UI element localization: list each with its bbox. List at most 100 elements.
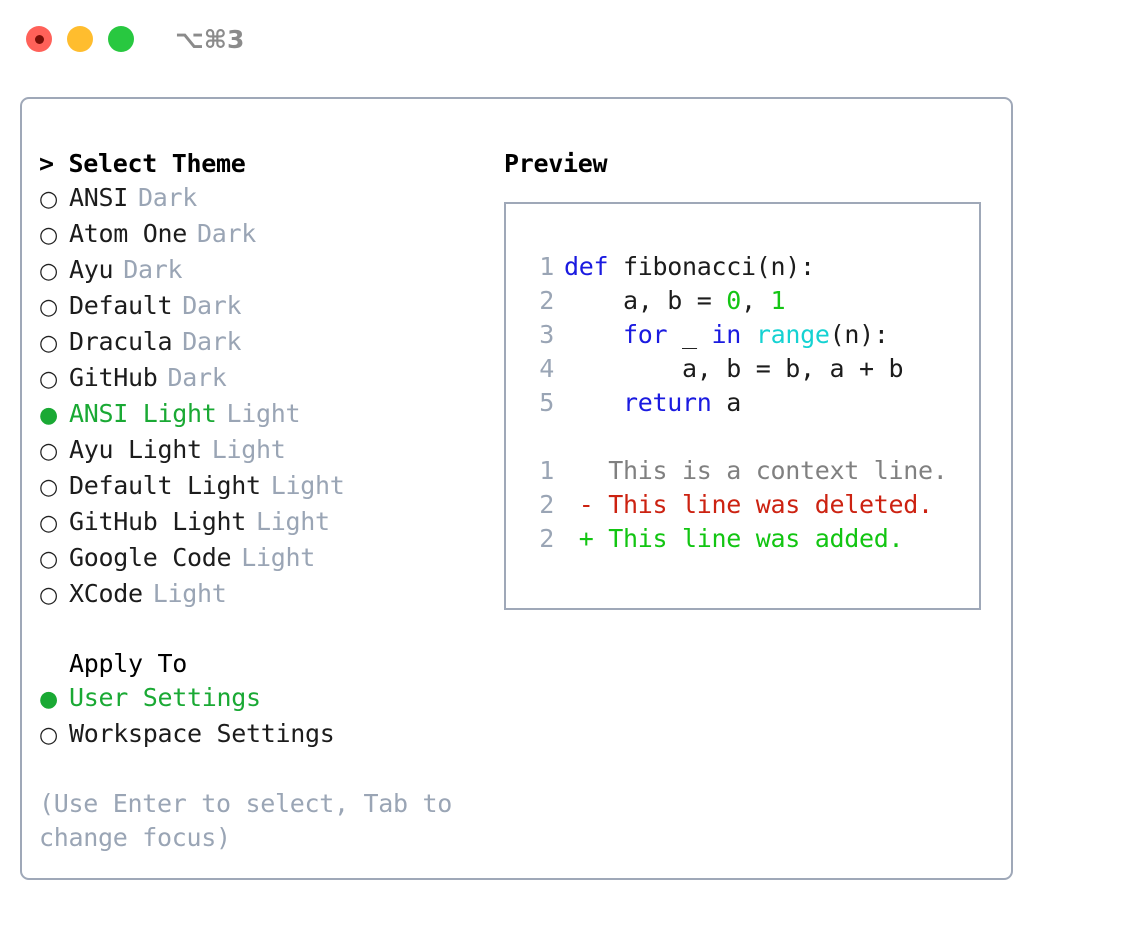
line-number: 2 — [539, 524, 554, 553]
theme-list-item[interactable]: ○ Default Dark — [39, 289, 504, 325]
code-token: range — [755, 320, 830, 349]
radio-selected-icon: ● — [39, 403, 58, 428]
code-spacer — [524, 420, 979, 454]
select-theme-heading: > Select Theme — [39, 149, 246, 178]
radio-unselected-icon: ○ — [39, 439, 58, 464]
theme-name-label: ANSI Light — [69, 399, 217, 428]
line-content: This is a context line. — [564, 454, 948, 488]
code-token — [564, 388, 623, 417]
line-content: - This line was deleted. — [564, 488, 933, 522]
apply-to-label: Workspace Settings — [69, 719, 335, 748]
code-token: a, b = b, a + b — [564, 354, 904, 383]
diff-line: 1 This is a context line. — [524, 454, 979, 488]
theme-kind-label: Light — [152, 579, 227, 608]
line-number: 2 — [539, 286, 554, 315]
keyboard-hint-text: (Use Enter to select, Tab to change focu… — [39, 789, 453, 852]
radio-unselected-icon: ○ — [39, 223, 58, 248]
theme-kind-label: Dark — [182, 327, 242, 356]
diff-line: 2 + This line was added. — [524, 522, 979, 556]
theme-list-item[interactable]: ○ GitHub Dark — [39, 361, 504, 397]
code-line: 3 for _ in range(n): — [524, 318, 979, 352]
theme-name-label: Default — [69, 291, 173, 320]
theme-name-label: GitHub Light — [69, 507, 247, 536]
code-token: - This line was deleted. — [564, 490, 933, 519]
code-token: fibonacci(n): — [623, 252, 815, 281]
code-token: 0 — [726, 286, 742, 315]
radio-unselected-icon: ○ — [39, 511, 58, 536]
maximize-button[interactable] — [108, 26, 134, 52]
code-token: This is a context line. — [564, 456, 948, 485]
theme-list-item[interactable]: ○ GitHub Light Light — [39, 505, 504, 541]
theme-kind-label: Light — [270, 471, 345, 500]
radio-selected-icon: ● — [39, 687, 58, 712]
radio-unselected-icon: ○ — [39, 723, 58, 748]
theme-kind-label: Dark — [182, 291, 242, 320]
preview-heading: Preview — [504, 149, 608, 178]
code-token: _ — [667, 320, 712, 349]
code-token: def — [564, 252, 624, 281]
code-token — [564, 320, 623, 349]
radio-unselected-icon: ○ — [39, 259, 58, 284]
list-spacer — [39, 613, 504, 647]
code-token: , — [741, 286, 771, 315]
code-token: for — [623, 320, 668, 349]
theme-kind-label: Dark — [197, 219, 257, 248]
code-line: 5 return a — [524, 386, 979, 420]
theme-kind-label: Light — [226, 399, 301, 428]
theme-kind-label: Light — [256, 507, 330, 536]
code-line: 2 a, b = 0, 1 — [524, 284, 979, 318]
line-number: 4 — [539, 354, 554, 383]
code-token: a — [711, 388, 742, 417]
code-line: 1 def fibonacci(n): — [524, 250, 979, 284]
line-content: def fibonacci(n): — [564, 250, 815, 284]
keyboard-shortcut-label: ⌥⌘3 — [175, 24, 245, 54]
line-content: for _ in range(n): — [564, 318, 889, 352]
apply-to-heading: Apply To — [69, 649, 188, 678]
theme-list-item[interactable]: ○ Ayu Light Light — [39, 433, 504, 469]
apply-to-list[interactable]: ● User Settings ○ Workspace Settings — [39, 681, 504, 753]
code-token — [741, 320, 756, 349]
theme-list-item[interactable]: ● ANSI Light Light — [39, 397, 504, 433]
line-number: 1 — [539, 252, 554, 281]
line-content: a, b = b, a + b — [564, 352, 904, 386]
window-titlebar: ⌥⌘3 — [0, 0, 1140, 78]
theme-name-label: Ayu Light — [69, 435, 202, 464]
theme-kind-label: Light — [211, 435, 286, 464]
theme-name-label: GitHub — [69, 363, 158, 392]
theme-kind-label: Dark — [138, 183, 198, 212]
close-button[interactable] — [26, 26, 52, 52]
theme-kind-label: Dark — [167, 363, 227, 392]
radio-unselected-icon: ○ — [39, 187, 58, 212]
code-token: return — [623, 388, 712, 417]
line-content: a, b = 0, 1 — [564, 284, 786, 318]
radio-unselected-icon: ○ — [39, 583, 58, 608]
theme-name-label: Default Light — [69, 471, 261, 500]
minimize-button[interactable] — [67, 26, 93, 52]
theme-kind-label: Light — [241, 543, 316, 572]
theme-name-label: XCode — [69, 579, 143, 608]
theme-list-item[interactable]: ○ XCode Light — [39, 577, 504, 613]
line-number: 3 — [539, 320, 554, 349]
code-token: + This line was added. — [564, 524, 904, 553]
radio-unselected-icon: ○ — [39, 295, 58, 320]
apply-to-label: User Settings — [69, 683, 261, 712]
radio-unselected-icon: ○ — [39, 331, 58, 356]
apply-to-item[interactable]: ● User Settings — [39, 681, 504, 717]
code-token: a, b = — [564, 286, 727, 315]
apply-to-item[interactable]: ○ Workspace Settings — [39, 717, 504, 753]
radio-unselected-icon: ○ — [39, 367, 58, 392]
diff-sample: 1 This is a context line. 2 - This line w… — [524, 454, 979, 556]
